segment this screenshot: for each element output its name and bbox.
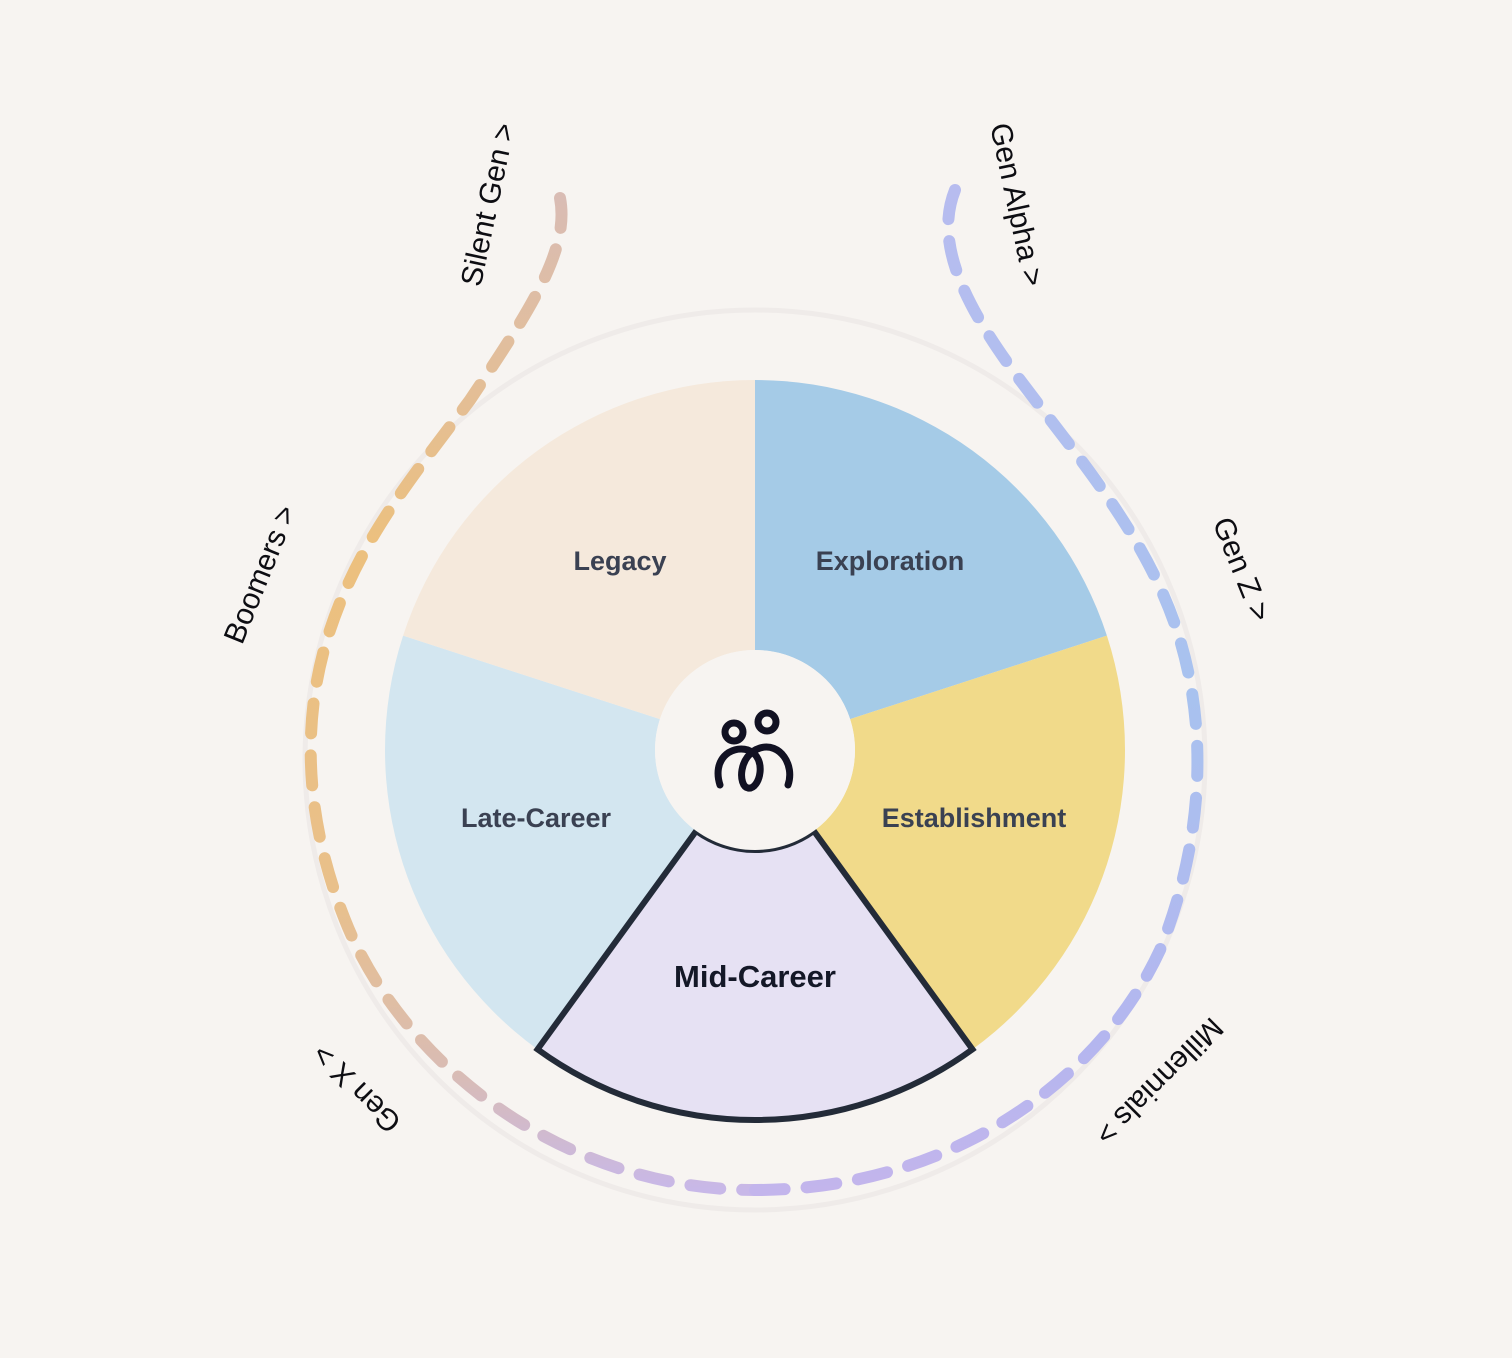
- segment-label-late-career: Late-Career: [461, 803, 612, 833]
- generation-label-gen-x[interactable]: Gen X >: [306, 1037, 408, 1139]
- generation-path-right: [749, 184, 1204, 1196]
- generation-path-left: [304, 192, 761, 1196]
- generation-label-silent-gen[interactable]: Silent Gen >: [455, 120, 522, 289]
- segment-label-legacy: Legacy: [573, 546, 666, 576]
- segment-late-career[interactable]: [385, 635, 697, 1050]
- segment-label-establishment: Establishment: [882, 803, 1067, 833]
- generation-label-boomers[interactable]: Boomers >: [218, 501, 303, 649]
- generation-label-gen-z[interactable]: Gen Z >: [1206, 513, 1278, 627]
- generation-label-gen-alpha[interactable]: Gen Alpha >: [983, 120, 1050, 289]
- segment-exploration[interactable]: [755, 380, 1107, 720]
- people-family-icon: [714, 709, 794, 792]
- segment-label-mid-career: Mid-Career: [674, 959, 836, 994]
- generation-label-millennials[interactable]: Millennials >: [1089, 1011, 1230, 1152]
- segment-legacy[interactable]: [403, 380, 755, 720]
- segment-establishment[interactable]: [813, 635, 1125, 1050]
- segment-label-exploration: Exploration: [816, 546, 965, 576]
